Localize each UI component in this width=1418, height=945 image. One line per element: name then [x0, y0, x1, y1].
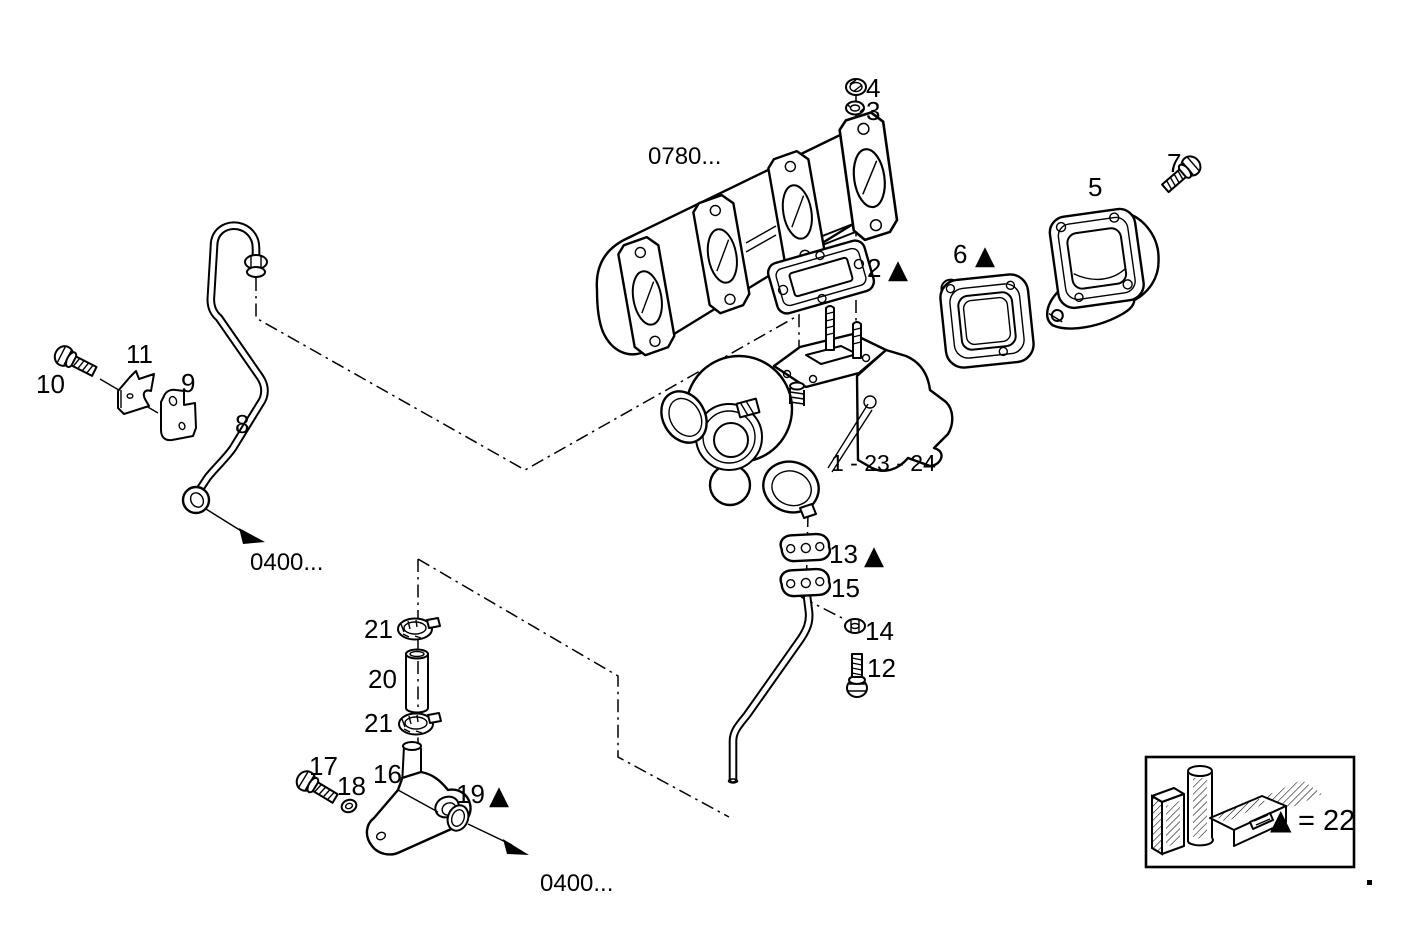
kit-box-right — [1209, 795, 1287, 847]
callout-21-upper: 21 — [364, 614, 393, 644]
pipe-8-banjo-fitting — [244, 254, 268, 278]
kit-cylinder — [1187, 765, 1214, 847]
callout-19-triangle-icon: ▲ — [489, 781, 509, 811]
ref-0400-bottom-label: 0400... — [540, 870, 613, 897]
callout-14: 14 — [865, 616, 894, 646]
kit-box-left — [1151, 787, 1185, 856]
callout-labels: 0780... 4 3 2 ▲ 6 ▲ 5 7 10 11 9 8 0400..… — [36, 73, 1181, 897]
ref-0780-label: 0780... — [648, 143, 721, 170]
callout-12: 12 — [867, 653, 896, 683]
callout-2: 2 — [867, 253, 881, 283]
exhaust-manifold-drawing — [595, 109, 901, 358]
callout-2-triangle-icon: ▲ — [888, 255, 908, 285]
part-12-bolt — [846, 653, 868, 698]
callout-6-triangle-icon: ▲ — [975, 241, 995, 271]
part-7-bolt — [1157, 151, 1206, 197]
turbo-oil-inlet-fitting — [789, 381, 805, 406]
part-3-washer — [845, 100, 865, 116]
part-21-clamp-lower — [398, 712, 442, 736]
legend-triangle-icon: ▲ — [1270, 803, 1292, 836]
callout-21-lower: 21 — [364, 708, 393, 738]
legend-value: = 22 — [1298, 805, 1355, 837]
page-corner-mark — [1367, 880, 1372, 885]
callout-17: 17 — [309, 751, 338, 781]
turbo-group-label: 1 - 23 - 24 — [831, 450, 936, 476]
gasket-kit-legend: ▲ = 22 — [1144, 755, 1356, 869]
callout-20: 20 — [368, 664, 397, 694]
part-11-bracket — [117, 370, 155, 415]
turbo-inlet-snout — [660, 390, 708, 444]
callout-8: 8 — [235, 409, 249, 439]
turbo-hose-clip — [735, 397, 761, 419]
callout-5: 5 — [1088, 172, 1102, 202]
callout-15: 15 — [831, 573, 860, 603]
part-9-bracket — [160, 388, 197, 442]
callout-16: 16 — [373, 759, 402, 789]
callout-3: 3 — [866, 96, 880, 126]
arrow-to-0400-bottom — [467, 823, 529, 855]
turbo-studs — [825, 305, 862, 359]
part-20-drain-hose — [405, 648, 429, 714]
part-21-clamp-upper — [397, 617, 441, 641]
turbocharger-drawing — [660, 305, 954, 519]
callout-10: 10 — [36, 369, 65, 399]
part-6-elbow-gasket — [939, 273, 1035, 369]
part-2-turbo-gasket — [766, 239, 876, 315]
callout-13: 13 — [829, 539, 858, 569]
callout-18: 18 — [337, 771, 366, 801]
part-18-washer — [340, 798, 358, 814]
part-13-drain-gasket — [777, 527, 833, 568]
part-14-nut — [844, 618, 866, 634]
part-8-oil-feed-pipe — [181, 221, 269, 515]
ref-0400-top-label: 0400... — [250, 549, 323, 576]
part-19-seal-ring — [446, 804, 470, 832]
part-5-exhaust-elbow — [1045, 207, 1160, 330]
callout-13-triangle-icon: ▲ — [864, 541, 884, 571]
callout-4: 4 — [866, 73, 880, 103]
callout-11: 11 — [126, 339, 153, 369]
part-4-nut — [845, 78, 867, 96]
pipe-8-banjo-eye — [181, 485, 211, 515]
callout-6: 6 — [953, 239, 967, 269]
callout-7: 7 — [1167, 148, 1181, 178]
arrow-to-0400-top — [205, 508, 265, 544]
turbo-outlet — [762, 460, 820, 514]
callout-19: 19 — [456, 779, 485, 809]
part-16-drain-fitting — [365, 741, 472, 856]
callout-9: 9 — [181, 368, 195, 398]
part-15-oil-drain-pipe — [727, 562, 833, 784]
